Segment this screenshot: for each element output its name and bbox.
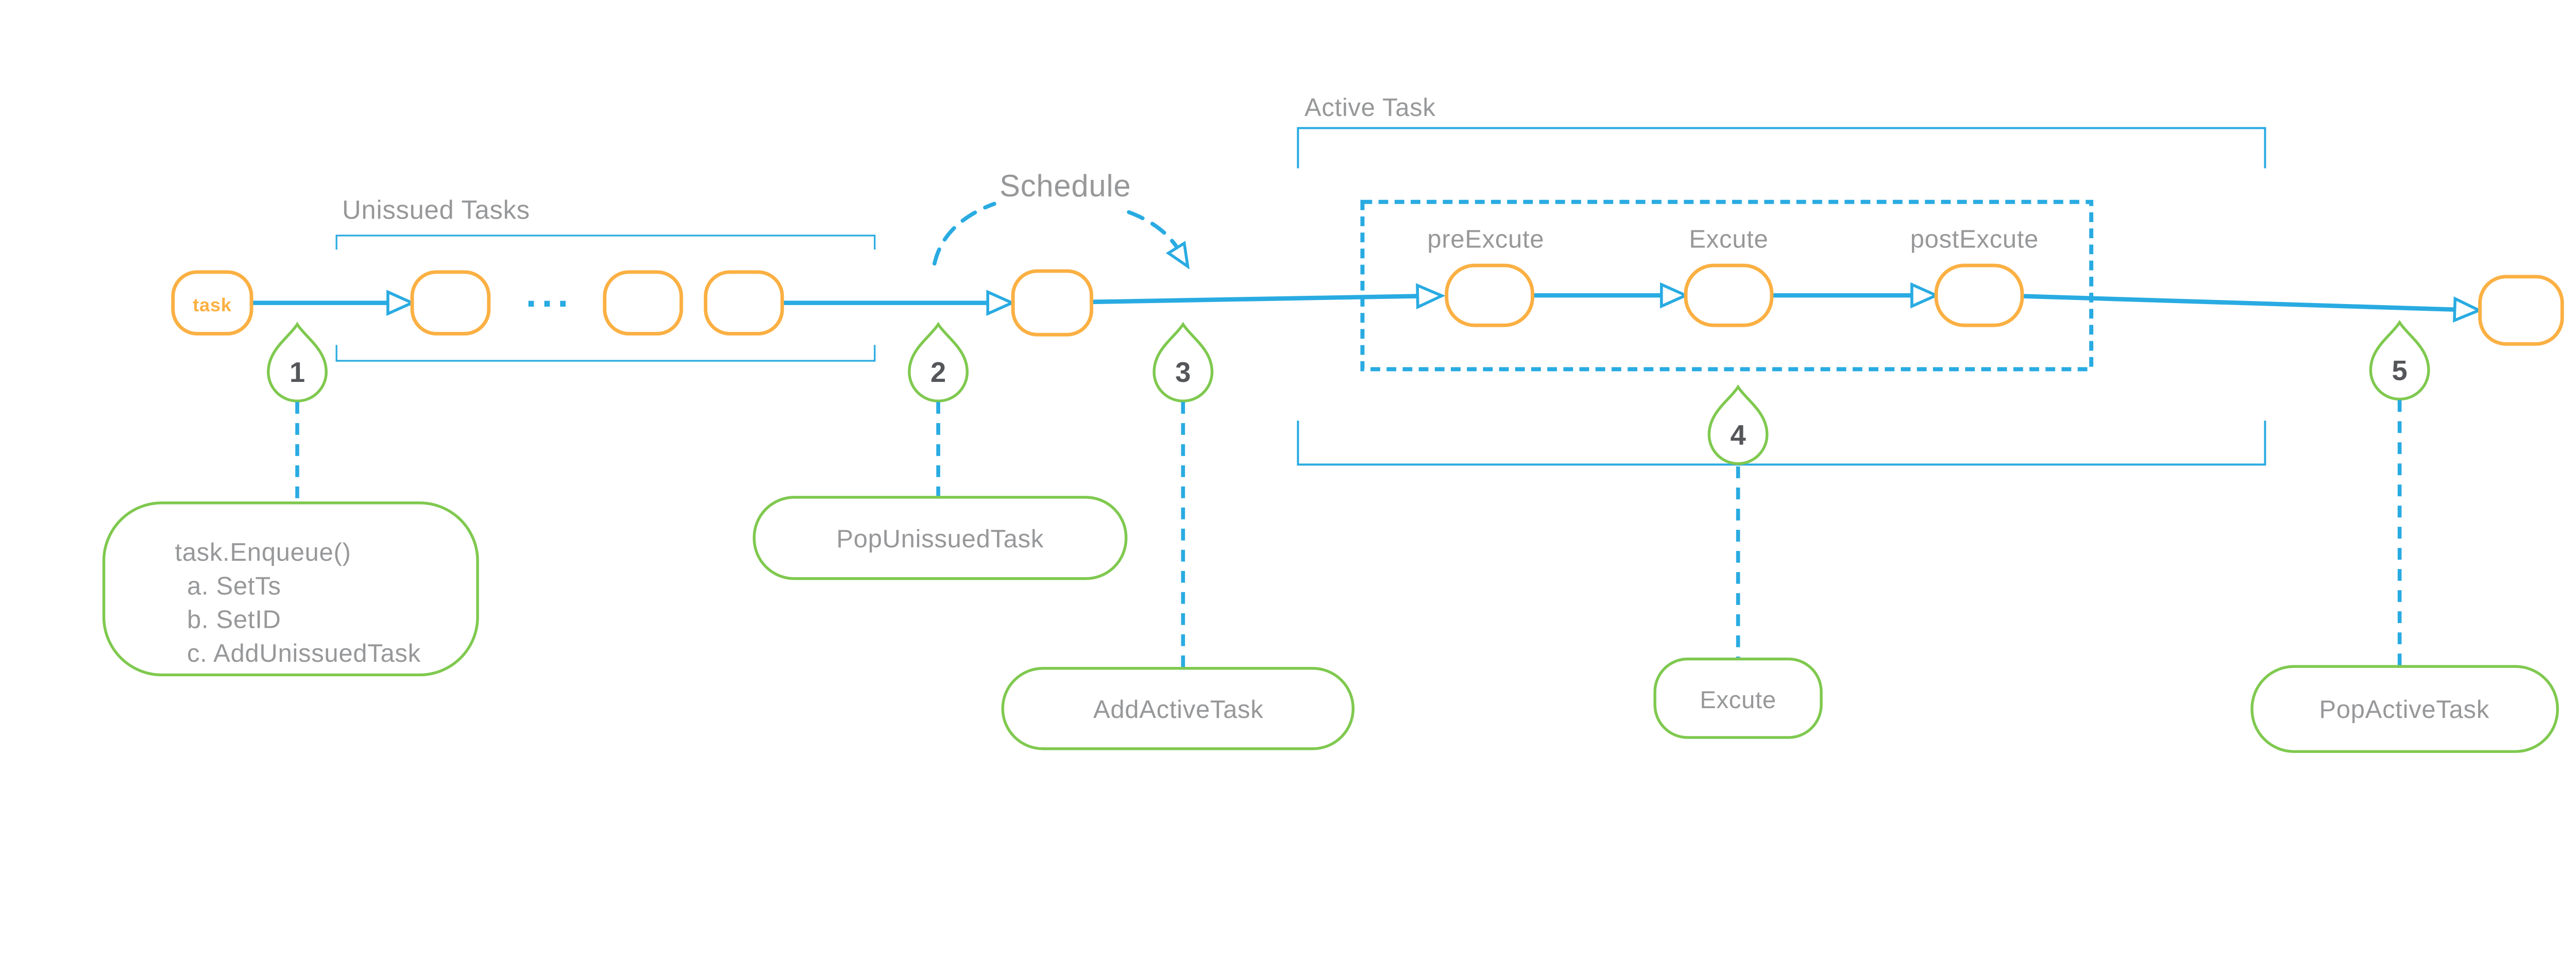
schedule-node	[1011, 269, 1093, 337]
marker-4: 4 Excute	[1653, 384, 1823, 739]
arrowhead-icon	[386, 290, 416, 316]
task-node	[171, 270, 253, 336]
active-task-group: Active Task	[1297, 94, 2266, 466]
end-node	[2478, 275, 2564, 346]
callout-text-line: b. SetID	[187, 606, 281, 634]
callout-text-line: AddActiveTask	[1093, 696, 1264, 724]
arrowhead-icon	[986, 290, 1016, 316]
stage-label-excute: Excute	[1689, 226, 1768, 254]
stage-label-preexcute: preExcute	[1427, 226, 1544, 254]
schedule-arc-right	[1127, 210, 1183, 257]
callout-text-line: task.Enqueue()	[175, 539, 351, 566]
schedule-label: Schedule	[999, 169, 1131, 203]
marker-pin-1	[267, 322, 328, 403]
excute-node	[1684, 263, 1774, 327]
unissued-tasks-label: Unissued Tasks	[342, 195, 530, 224]
callout-text-line: a. SetTs	[187, 572, 281, 600]
unissued-node-3	[704, 270, 784, 336]
marker-number-1: 1	[290, 357, 305, 388]
active-task-bracket-top	[1297, 127, 2266, 169]
active-task-label: Active Task	[1304, 94, 1436, 122]
callout-box-1	[102, 501, 479, 677]
preexcute-node	[1445, 263, 1535, 327]
marker-pin-5	[2369, 320, 2430, 401]
marker-1: 1 task.Enqueue() a. SetTs b. SetID c. Ad…	[102, 322, 479, 677]
callout-text-line: Excute	[1700, 686, 1776, 713]
callout-text-line: c. AddUnissuedTask	[187, 640, 421, 667]
schedule-annotation: Schedule	[933, 169, 1190, 270]
schedule-arc-arrowhead-icon	[1165, 241, 1190, 270]
flow-arrow-schedule-to-preexcute	[1091, 283, 1446, 310]
arrowhead-icon	[1416, 283, 1446, 310]
marker-pin-3	[1153, 322, 1214, 403]
schedule-arc-left	[933, 202, 996, 266]
flow-arrow-postexcute-to-end	[2022, 294, 2483, 323]
flow-arrows	[252, 282, 2483, 323]
marker-pin-4	[1707, 384, 1769, 465]
flow-arrow-preexcute-to-excute	[1532, 282, 1689, 309]
stage-label-postexcute: postExcute	[1910, 226, 2039, 254]
flow-arrow-excute-to-postexcute	[1771, 282, 1940, 309]
task-node-label: task	[193, 294, 232, 315]
unissued-node-2	[603, 270, 683, 336]
marker-pin-2	[908, 322, 969, 403]
arrowhead-icon	[2453, 296, 2483, 323]
marker-3: 3 AddActiveTask	[1001, 322, 1355, 750]
unissued-tasks-bracket-top	[335, 235, 876, 250]
marker-number-3: 3	[1175, 357, 1191, 388]
active-task-dotted-boundary	[1360, 199, 2094, 372]
marker-5: 5 PopActiveTask	[2250, 320, 2559, 753]
flow-arrow-queue-to-schedule	[782, 290, 1016, 316]
callout-box-2	[753, 496, 1128, 580]
marker-number-5: 5	[2392, 355, 2408, 386]
unissued-node-1	[410, 270, 491, 336]
arrowhead-icon	[1910, 282, 1940, 309]
callout-text-line: PopUnissuedTask	[836, 525, 1044, 553]
postexcute-node	[1934, 263, 2024, 327]
callout-box-4	[1653, 657, 1823, 739]
flow-nodes: task ··· preExcute Excute postExcute	[171, 226, 2564, 346]
queue-ellipsis: ···	[526, 282, 573, 326]
marker-number-4: 4	[1730, 420, 1745, 451]
unissued-tasks-group: Unissued Tasks	[335, 195, 876, 362]
callout-box-3	[1001, 667, 1355, 750]
callout-text-line: PopActiveTask	[2319, 696, 2489, 724]
active-task-bracket-bottom	[1297, 421, 2266, 466]
marker-2: 2 PopUnissuedTask	[753, 322, 1128, 580]
unissued-tasks-bracket-bottom	[335, 345, 876, 362]
callout-box-5	[2250, 665, 2559, 753]
arrowhead-icon	[1660, 282, 1689, 309]
flow-arrow-task-to-queue	[252, 290, 416, 316]
marker-number-2: 2	[930, 357, 946, 388]
